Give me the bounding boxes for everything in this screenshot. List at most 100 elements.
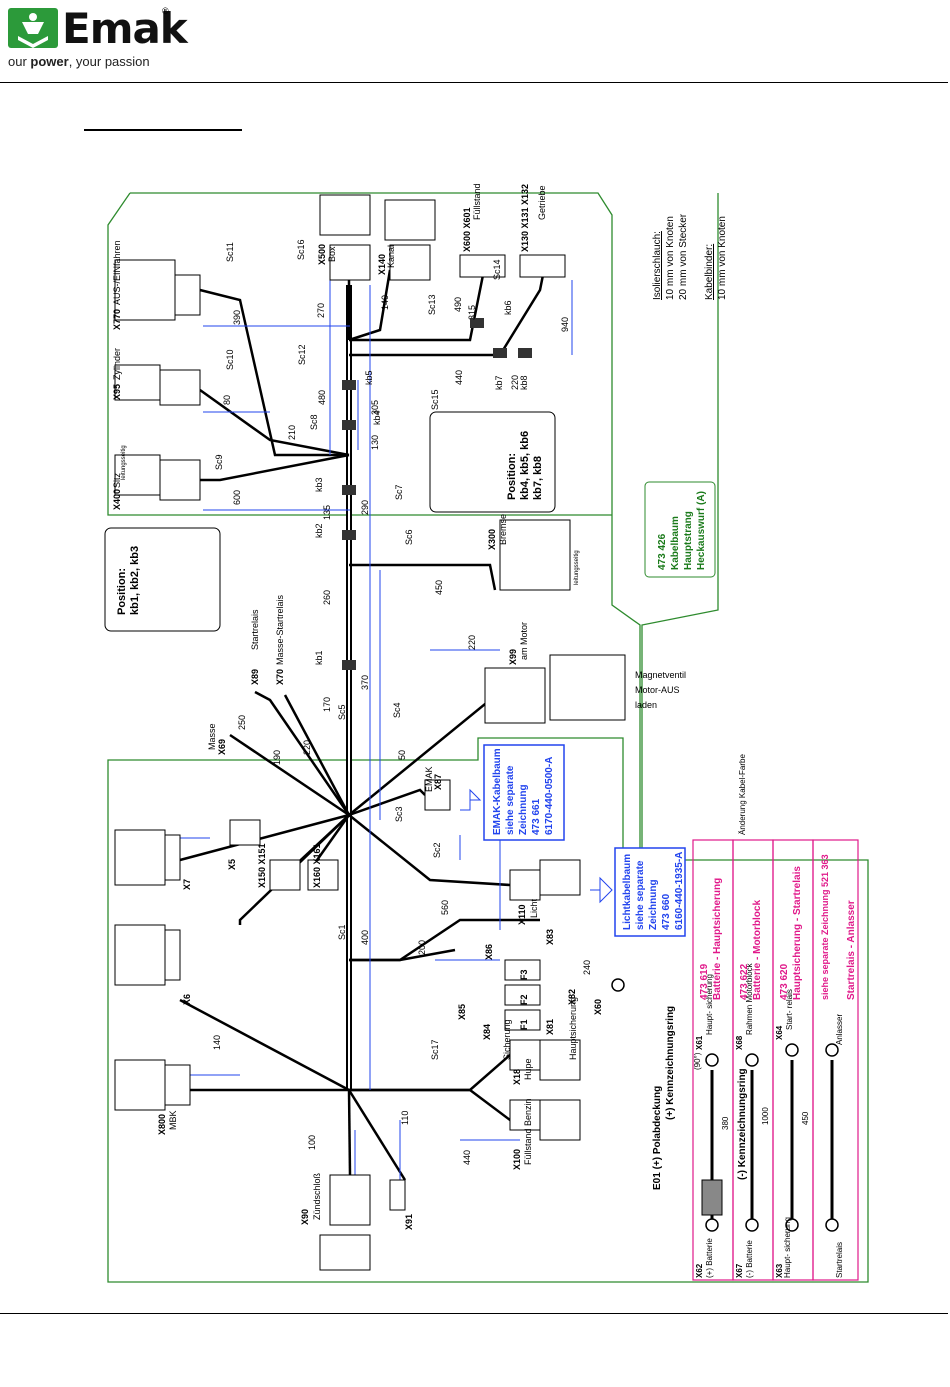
len-220b: 220: [302, 740, 312, 755]
row4-pn: siehe separate Zeichnung 521 363: [820, 854, 830, 1000]
len-315: 315: [467, 305, 477, 320]
sc5-label: Sc5: [337, 704, 347, 720]
x70-label: X70: [275, 669, 285, 685]
leitungsseitig-x300: leitungsseitig: [574, 550, 580, 585]
len-290: 290: [360, 500, 370, 515]
arrow-licht: [590, 876, 613, 904]
bom-box: [644, 481, 716, 578]
x110-label: X110: [517, 904, 527, 925]
x99-pin-3: laden: [635, 700, 657, 710]
len-250: 250: [237, 715, 247, 730]
x7-label: X7: [182, 879, 192, 890]
header-rule: [0, 82, 948, 83]
kb1-binder: [342, 660, 356, 670]
fuse-block: [504, 959, 541, 1031]
row1-left-desc: (+) Batterie: [705, 1238, 714, 1278]
x18-label: X18: [512, 1069, 522, 1085]
sc14-label: Sc14: [492, 259, 502, 280]
row2-len: 1000: [761, 1107, 770, 1125]
x99-pin-2: Motor-AUS: [635, 685, 680, 695]
e01-label: E01 (+) Polabdeckung: [652, 1086, 663, 1190]
emak-box-line1: EMAK-Kabelbaum: [492, 748, 503, 835]
row1-angle: (90°): [693, 1052, 702, 1070]
kb2-label: kb2: [314, 523, 324, 538]
x130-desc: Getriebe: [537, 185, 547, 220]
row4-left-desc: Startrelais: [835, 1242, 844, 1278]
licht-box: [614, 847, 686, 937]
emak-logo-icon: [8, 8, 58, 48]
top-connectors: [114, 194, 566, 501]
position-kb1-box: [104, 527, 221, 632]
emak-box: [483, 744, 565, 841]
x800-label: X800: [157, 1114, 167, 1135]
fuse-f3: F3: [519, 969, 529, 980]
len-600: 600: [232, 490, 242, 505]
x85-label: X85: [457, 1004, 467, 1020]
tagline: our power, your passion: [8, 54, 150, 69]
x18-desc: Hupe: [523, 1058, 533, 1080]
row1-right: X61: [695, 1035, 704, 1050]
x140-desc: Kanal: [386, 245, 396, 268]
x83-label: X83: [545, 929, 555, 945]
bom-pn: 473 426: [657, 533, 668, 570]
len-140b: 140: [212, 1035, 222, 1050]
bom-line1: Kabelbaum: [670, 516, 681, 570]
isolier-title: Isolierschlauch:: [652, 231, 663, 300]
kb8-label: kb8: [519, 375, 529, 390]
x70-desc: Masse-Startrelais: [275, 594, 285, 665]
row3-right: X64: [775, 1025, 784, 1040]
sc9-label: Sc9: [214, 454, 224, 470]
row2-name: Batterie - Motorblock: [752, 900, 763, 1000]
kb7-label: kb7: [494, 375, 504, 390]
sc2-label: Sc2: [432, 842, 442, 858]
leitungsseitig-x400: leitungsseitig: [121, 445, 127, 480]
x95-label: X95: [112, 384, 122, 400]
row2-left: X67: [735, 1263, 744, 1278]
position-kb1-list: kb1, kb2, kb3: [129, 546, 141, 615]
row3-left: X63: [775, 1263, 784, 1278]
fuse-f1: F1: [519, 1019, 529, 1030]
row4-right-desc: Anlasser: [835, 1014, 844, 1045]
kb1-label: kb1: [314, 650, 324, 665]
battery-cables: [710, 1060, 834, 1220]
pole-cover: [701, 1179, 723, 1216]
position-kb1-title: Position:: [116, 568, 128, 615]
sc8-label: Sc8: [309, 414, 319, 430]
x87-label: X87: [433, 774, 443, 790]
len-220a: 220: [510, 375, 520, 390]
len-80: 80: [222, 395, 232, 405]
x300-desc: Bremse: [498, 514, 508, 545]
sc16-label: Sc16: [296, 239, 306, 260]
x90-desc: Zündschloß: [312, 1172, 322, 1220]
sc6-label: Sc6: [404, 529, 414, 545]
registered-mark: ®: [162, 6, 169, 16]
position-kb4-title: Position:: [506, 453, 518, 500]
row1-len: 380: [721, 1116, 730, 1130]
len-190: 190: [272, 750, 282, 765]
sc11-label: Sc11: [225, 242, 235, 262]
sc17-label: Sc17: [430, 1039, 440, 1060]
minus-ring-label: (-) Kennzeichnungsring: [737, 1068, 748, 1180]
row3-pn: 473 620: [779, 963, 790, 1000]
x100-label: X100: [512, 1149, 522, 1170]
x99-label: X99: [508, 649, 518, 665]
position-kb4-list: kb4, kb5, kb6: [519, 431, 531, 500]
main-fuse-ring: [611, 978, 625, 992]
mid-connectors: [114, 519, 626, 1271]
diagram-border: [107, 192, 869, 1283]
sc3-label: Sc3: [394, 806, 404, 822]
x81-label: X81: [545, 1019, 555, 1035]
x69-label: X69: [217, 739, 227, 755]
sc12-label: Sc12: [297, 344, 307, 365]
x160-label: X160 X161: [312, 843, 322, 888]
licht-box-line5: 6160-440-1935-A: [674, 852, 685, 930]
x69-desc: Masse: [207, 723, 217, 750]
row3-name: Hauptsicherung - Startrelais: [792, 866, 803, 1000]
x400-desc: Sitz: [112, 472, 122, 488]
kb8-binder: [518, 348, 532, 358]
x89-label: X89: [250, 669, 260, 685]
title-underline: [84, 129, 242, 131]
x770-label: X770: [112, 309, 122, 330]
x60-label: X60: [593, 999, 603, 1015]
